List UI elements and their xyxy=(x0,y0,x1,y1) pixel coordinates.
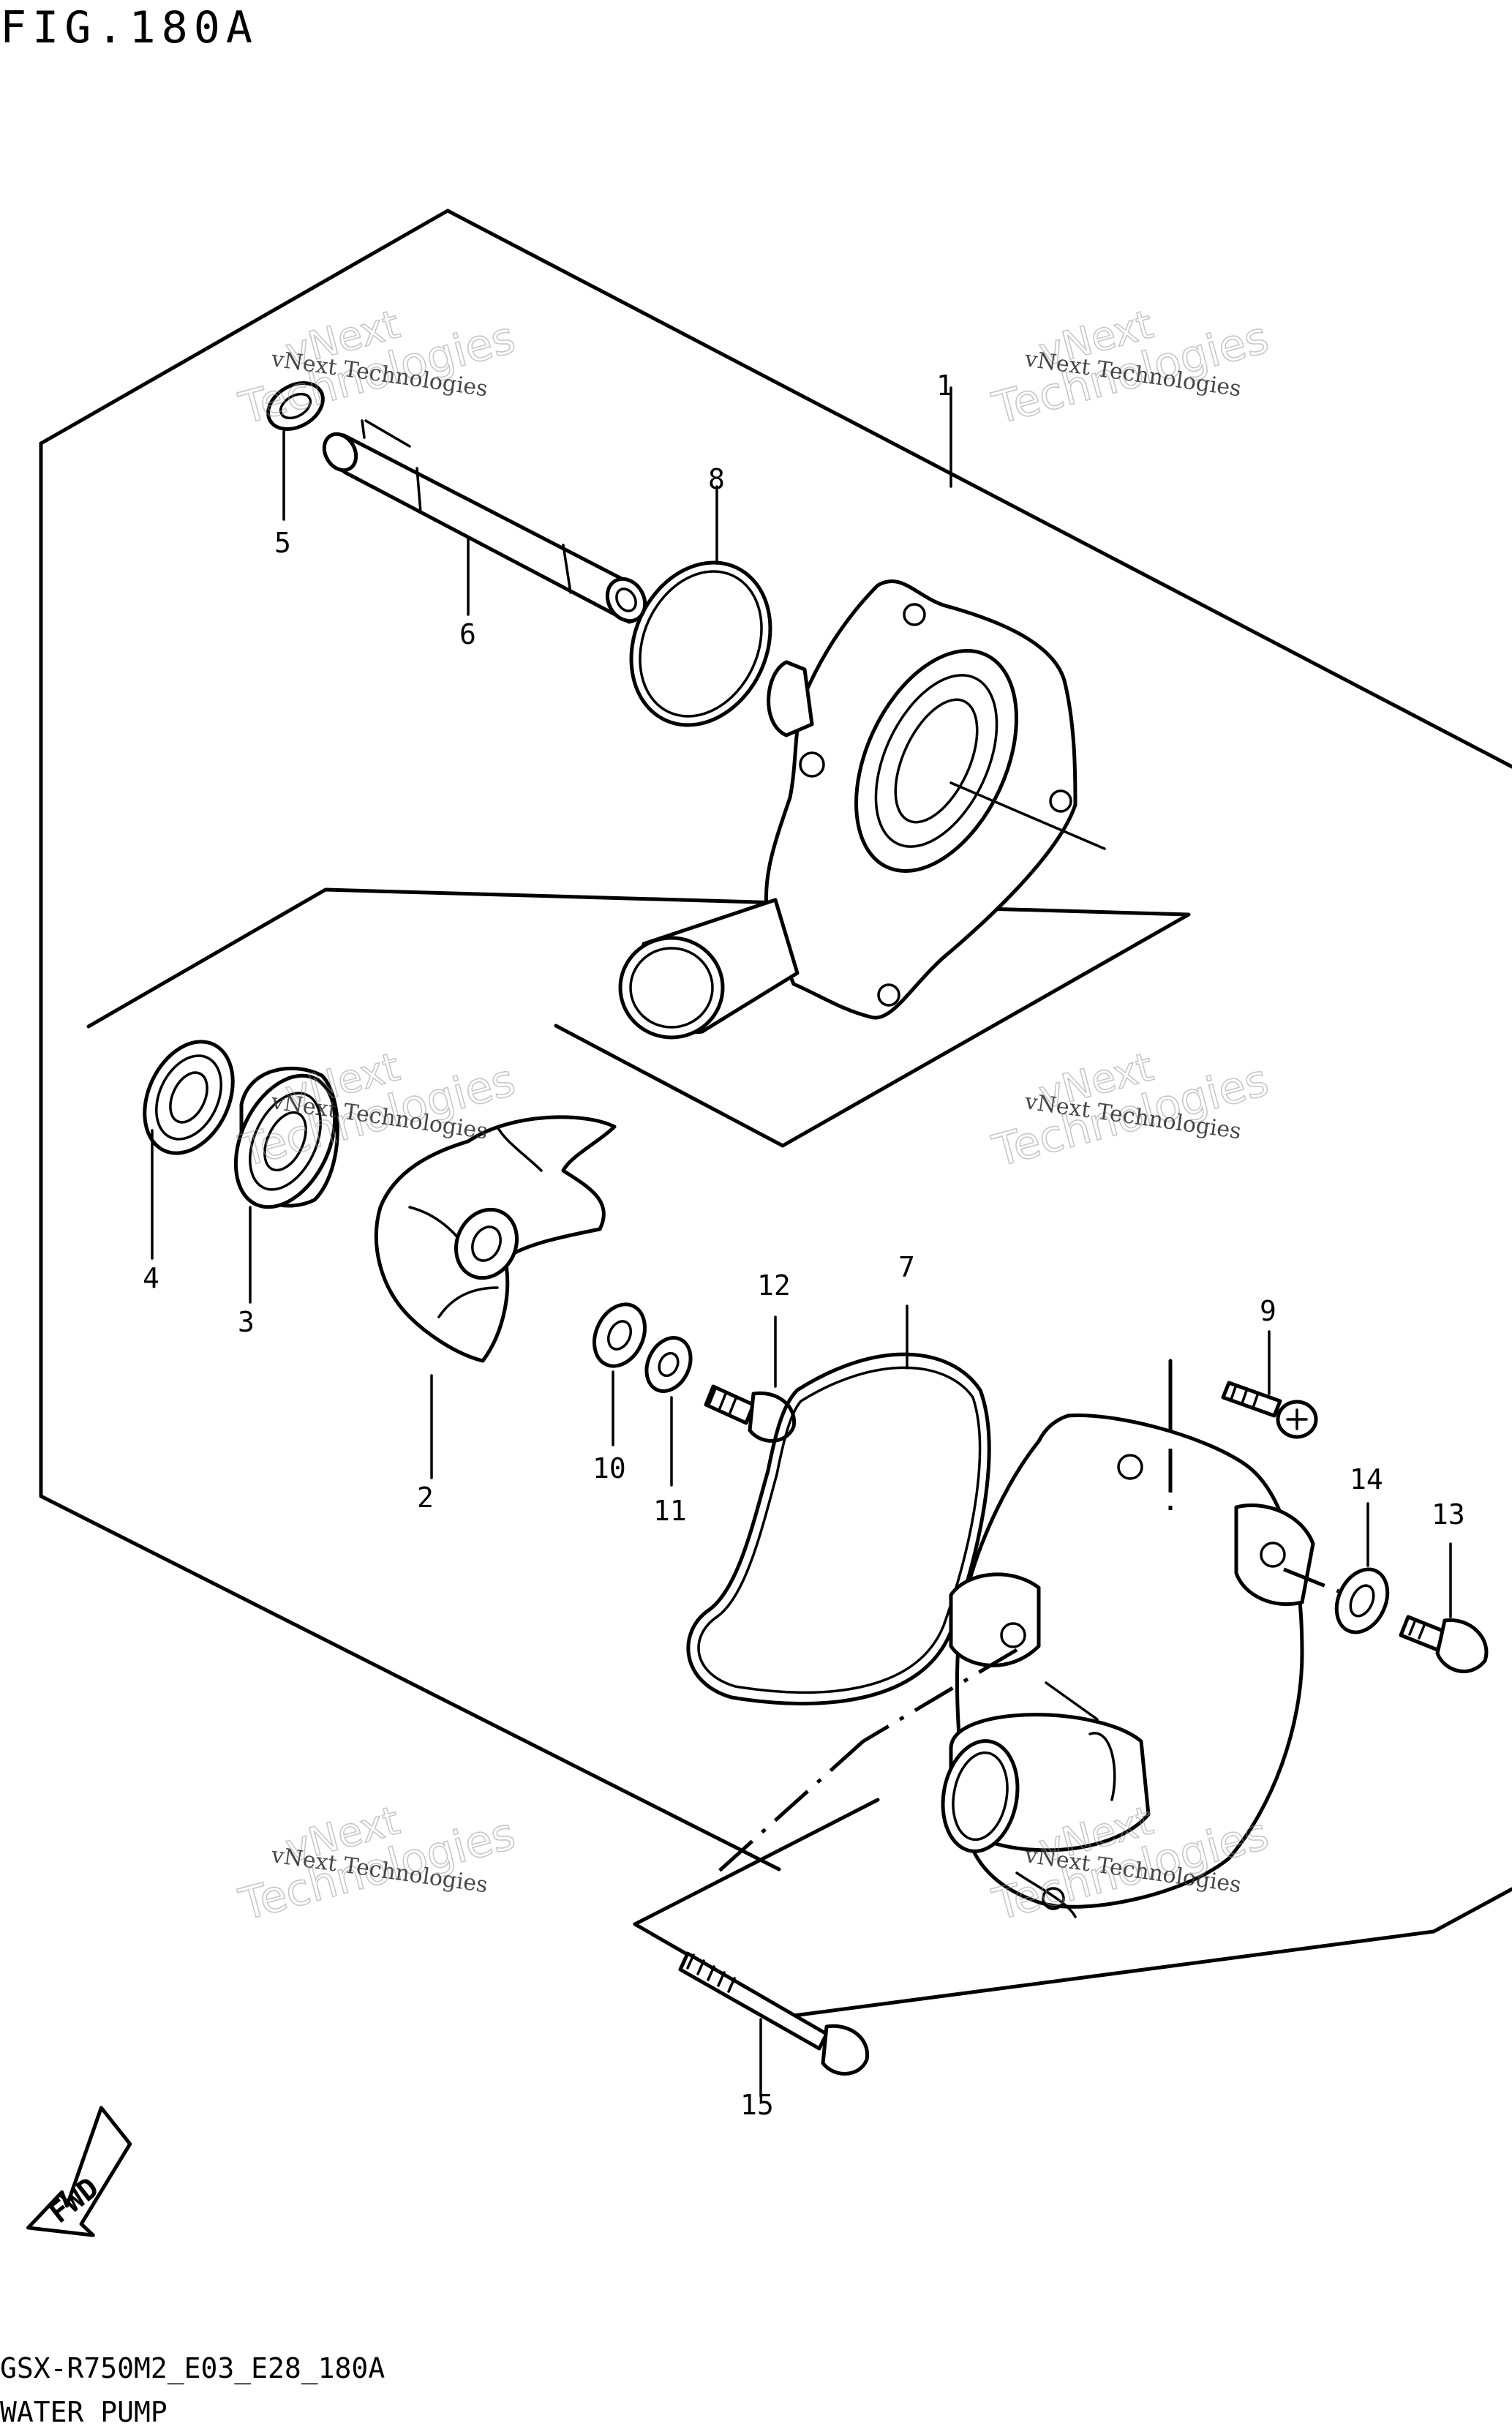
part-13-bolt xyxy=(1399,1542,1489,1673)
callout-9: 9 xyxy=(1260,1295,1276,1327)
figure-title: FIG.180A xyxy=(0,2,258,53)
part-8-o-ring xyxy=(629,485,772,727)
part-9-bolt xyxy=(1221,1330,1318,1439)
part-15-bolt xyxy=(678,1951,869,2098)
callout-7: 7 xyxy=(898,1251,915,1283)
part-2-impeller xyxy=(374,1115,617,1479)
callout-11: 11 xyxy=(653,1495,687,1527)
callout-8: 8 xyxy=(708,463,725,495)
callout-14: 14 xyxy=(1350,1463,1383,1495)
part-3-mechanical-seal xyxy=(233,1066,339,1304)
section-name: WATER PUMP xyxy=(0,2396,168,2428)
part-4-oil-seal xyxy=(143,1040,235,1260)
part-1-pump-body xyxy=(618,386,1106,1040)
pump-cover xyxy=(941,1413,1315,1918)
callout-15: 15 xyxy=(740,2089,774,2121)
callout-12: 12 xyxy=(757,1269,791,1302)
part-11-washer xyxy=(644,1336,693,1487)
leader-lines xyxy=(715,1449,1339,1874)
part-7-gasket xyxy=(686,1304,991,1705)
callout-1: 1 xyxy=(936,369,953,402)
callout-6: 6 xyxy=(459,618,476,650)
callout-13: 13 xyxy=(1432,1498,1465,1531)
callout-4: 4 xyxy=(143,1262,159,1294)
assembly-outline xyxy=(39,209,1512,2018)
callout-10: 10 xyxy=(593,1452,626,1484)
part-14-washer xyxy=(1334,1502,1390,1634)
callout-5: 5 xyxy=(274,527,291,559)
part-6-shaft xyxy=(322,419,647,624)
model-code: GSX-R750M2_E03_E28_180A xyxy=(0,2352,385,2385)
part-10-washer xyxy=(593,1302,647,1446)
part-5-washer xyxy=(266,381,325,521)
callouts: 1 2 3 4 5 6 7 8 9 10 11 12 13 14 15 xyxy=(143,369,1465,2121)
callout-2: 2 xyxy=(417,1482,434,1514)
callout-3: 3 xyxy=(238,1306,255,1338)
part-12-bolt xyxy=(704,1315,796,1443)
fwd-arrow-icon: FWD xyxy=(26,2106,132,2237)
